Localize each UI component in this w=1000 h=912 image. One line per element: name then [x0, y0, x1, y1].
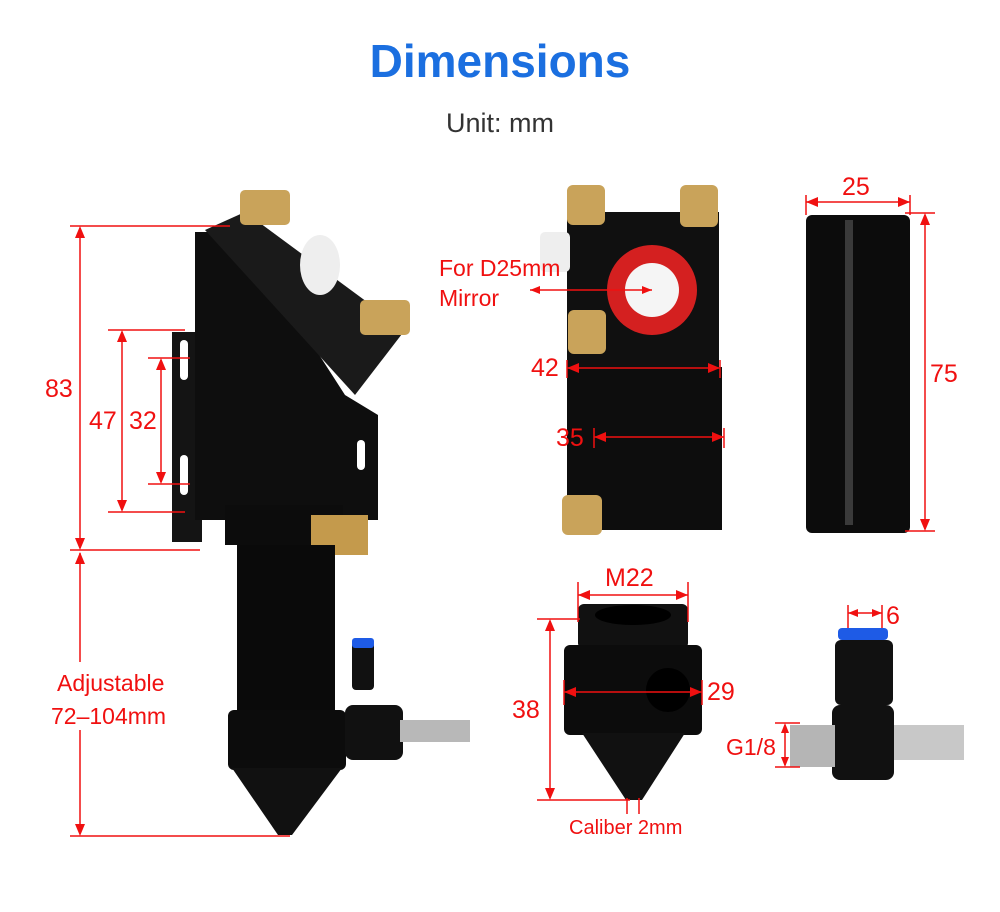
dim-mount-width-top: 42	[531, 354, 559, 382]
mirror-label-line2: Mirror	[439, 285, 500, 311]
dim-tube-length: 75	[930, 360, 958, 388]
page-title: Dimensions	[369, 35, 631, 87]
dim-inner-slot: 32	[129, 407, 157, 435]
nozzle-part	[564, 604, 702, 800]
dim-nozzle-thread: M22	[605, 564, 654, 592]
dim-mount-width-bottom: 35	[556, 424, 584, 452]
dim-outer-slot: 47	[89, 407, 117, 435]
mirror-label-line1: For D25mm	[439, 255, 561, 281]
dim-tube-size: 6	[886, 602, 900, 630]
caliber-label: Caliber 2mm	[569, 817, 683, 839]
adjustable-label: Adjustable	[57, 670, 165, 696]
adjustable-range: 72–104mm	[51, 703, 167, 729]
lens-tube-part	[806, 215, 910, 533]
dim-nozzle-height: 38	[512, 696, 540, 724]
dim-nozzle-diameter: 29	[707, 678, 735, 706]
dim-fitting-thread: G1/8	[726, 734, 776, 760]
laser-head-part	[172, 190, 470, 835]
unit-label: Unit: mm	[446, 108, 554, 138]
dim-total-height: 83	[45, 375, 73, 403]
dim-tube-diameter: 25	[842, 173, 870, 201]
air-fitting-part	[790, 628, 964, 780]
